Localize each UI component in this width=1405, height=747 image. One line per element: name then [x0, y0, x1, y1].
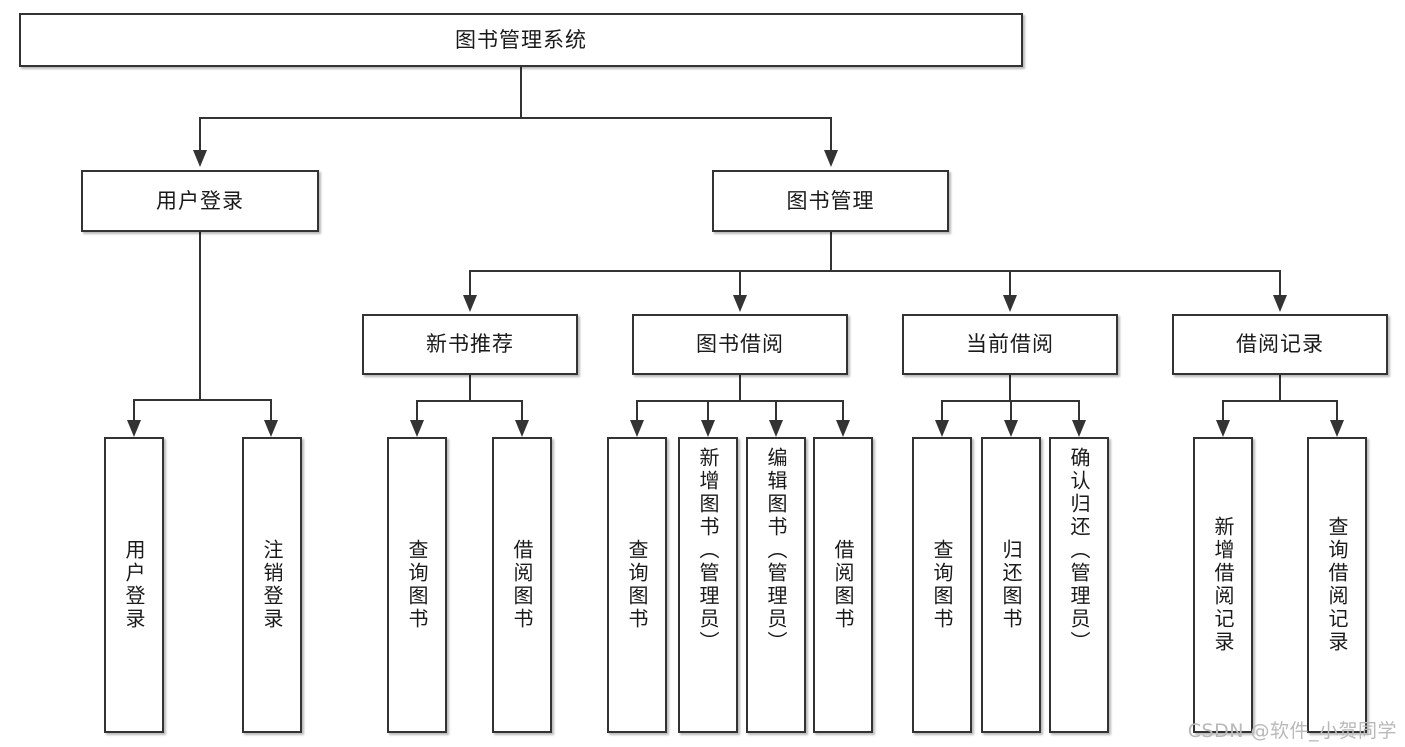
arrowhead-current-borrow — [1003, 295, 1017, 312]
connector-current-borrow-stem — [1009, 375, 1011, 401]
connector-new-book-recommend-stem — [469, 375, 471, 401]
leaf-user-login[interactable]: 用户登录 — [104, 437, 164, 733]
node-new-book-recommend[interactable]: 新书推荐 — [362, 314, 578, 375]
connector-book-manage-drop-1 — [469, 270, 471, 297]
connector-user-login-drop-1 — [133, 399, 135, 422]
arrowhead-leaf-add-record — [1216, 420, 1230, 437]
arrowhead-leaf-borrow-book-2 — [836, 420, 850, 437]
connector-br-drop-2 — [1336, 400, 1338, 422]
connector-root-bus — [199, 117, 831, 119]
arrowhead-leaf-query-book-1 — [410, 420, 424, 437]
arrowhead-leaf-add-book — [701, 420, 715, 437]
leaf-user-login-label: 用户登录 — [122, 539, 146, 631]
leaf-return-book[interactable]: 归还图书 — [981, 437, 1041, 733]
node-user-login[interactable]: 用户登录 — [81, 170, 319, 232]
leaf-add-book-label: 新增图书（管理员） — [696, 447, 720, 654]
connector-book-manage-bus — [469, 270, 1281, 272]
node-book-manage-label: 图书管理 — [786, 188, 875, 213]
connector-user-login-stem — [199, 232, 201, 400]
leaf-query-book-2-label: 查询图书 — [625, 539, 649, 631]
connector-user-login-bus — [133, 399, 272, 401]
arrowhead-leaf-query-record — [1330, 420, 1344, 437]
connector-book-manage-drop-2 — [739, 270, 741, 297]
node-book-borrow-label: 图书借阅 — [696, 332, 784, 357]
connector-root-drop-user-login — [199, 117, 201, 153]
leaf-borrow-book-1-label: 借阅图书 — [510, 539, 534, 631]
node-user-login-label: 用户登录 — [156, 188, 244, 213]
arrowhead-borrow-record — [1273, 295, 1287, 312]
leaf-query-book-3-label: 查询图书 — [930, 539, 954, 631]
arrowhead-leaf-confirm-return — [1072, 420, 1086, 437]
leaf-confirm-return-label: 确认归还（管理员） — [1067, 447, 1091, 654]
connector-cb-drop-2 — [1010, 400, 1012, 422]
node-root[interactable]: 图书管理系统 — [19, 13, 1023, 67]
connector-new-book-recommend-bus — [416, 400, 523, 402]
leaf-query-book-2[interactable]: 查询图书 — [607, 437, 667, 733]
arrowhead-leaf-query-book-2 — [630, 420, 644, 437]
leaf-edit-book-label: 编辑图书（管理员） — [764, 447, 788, 654]
arrowhead-leaf-borrow-book-1 — [515, 420, 529, 437]
node-new-book-recommend-label: 新书推荐 — [426, 332, 514, 357]
leaf-query-book-1-label: 查询图书 — [405, 539, 429, 631]
leaf-add-book[interactable]: 新增图书（管理员） — [678, 437, 738, 733]
leaf-add-record[interactable]: 新增借阅记录 — [1193, 437, 1253, 733]
arrowhead-new-book-recommend — [463, 295, 477, 312]
connector-cb-drop-1 — [941, 400, 943, 422]
connector-root-drop-book-manage — [830, 117, 832, 153]
connector-bb-drop-4 — [842, 400, 844, 422]
arrowhead-leaf-query-book-3 — [935, 420, 949, 437]
arrowhead-leaf-return-book — [1004, 420, 1018, 437]
connector-bb-drop-2 — [707, 400, 709, 422]
leaf-confirm-return[interactable]: 确认归还（管理员） — [1049, 437, 1109, 733]
leaf-borrow-book-2-label: 借阅图书 — [831, 539, 855, 631]
connector-book-manage-stem — [830, 232, 832, 271]
connector-user-login-drop-2 — [270, 399, 272, 422]
node-current-borrow[interactable]: 当前借阅 — [902, 314, 1118, 375]
leaf-query-book-1[interactable]: 查询图书 — [387, 437, 447, 733]
node-borrow-record-label: 借阅记录 — [1236, 332, 1324, 357]
leaf-edit-book[interactable]: 编辑图书（管理员） — [746, 437, 806, 733]
connector-book-borrow-stem — [739, 375, 741, 401]
arrowhead-leaf-edit-book — [769, 420, 783, 437]
connector-br-drop-1 — [1222, 400, 1224, 422]
leaf-return-book-label: 归还图书 — [999, 539, 1023, 631]
connector-book-manage-drop-4 — [1279, 270, 1281, 297]
leaf-query-record-label: 查询借阅记录 — [1325, 516, 1349, 654]
arrowhead-user-login — [193, 150, 207, 167]
arrowhead-book-borrow — [733, 295, 747, 312]
leaf-user-logout[interactable]: 注销登录 — [242, 437, 302, 733]
node-book-manage[interactable]: 图书管理 — [712, 170, 949, 232]
node-current-borrow-label: 当前借阅 — [966, 332, 1054, 357]
leaf-borrow-book-1[interactable]: 借阅图书 — [492, 437, 552, 733]
connector-book-manage-drop-3 — [1009, 270, 1011, 297]
leaf-add-record-label: 新增借阅记录 — [1211, 516, 1235, 654]
leaf-user-logout-label: 注销登录 — [260, 539, 284, 631]
leaf-query-book-3[interactable]: 查询图书 — [912, 437, 972, 733]
leaf-query-record[interactable]: 查询借阅记录 — [1307, 437, 1367, 733]
node-borrow-record[interactable]: 借阅记录 — [1172, 314, 1388, 375]
connector-bb-drop-3 — [775, 400, 777, 422]
arrowhead-book-manage — [824, 150, 838, 167]
arrowhead-leaf-user-logout — [264, 420, 278, 437]
node-root-label: 图书管理系统 — [455, 27, 587, 52]
leaf-borrow-book-2[interactable]: 借阅图书 — [813, 437, 873, 733]
connector-root-stem — [520, 67, 522, 118]
connector-borrow-record-stem — [1279, 375, 1281, 401]
connector-borrow-record-bus — [1222, 400, 1338, 402]
connector-book-borrow-bus — [636, 400, 843, 402]
connector-cb-drop-3 — [1078, 400, 1080, 422]
connector-bb-drop-1 — [636, 400, 638, 422]
connector-nbr-drop-2 — [521, 400, 523, 422]
arrowhead-leaf-user-login — [127, 420, 141, 437]
connector-nbr-drop-1 — [416, 400, 418, 422]
node-book-borrow[interactable]: 图书借阅 — [632, 314, 848, 375]
